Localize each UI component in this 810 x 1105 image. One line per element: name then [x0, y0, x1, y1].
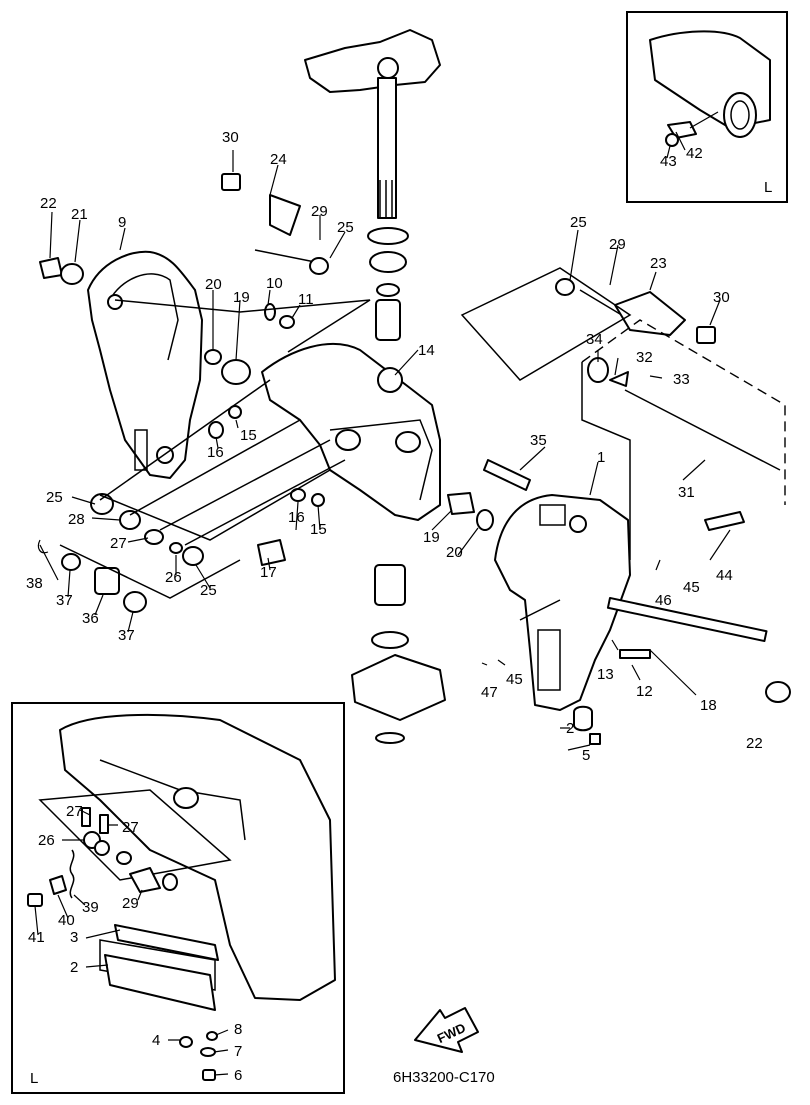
callout-18: 18: [700, 697, 717, 714]
callout-15a: 15: [240, 427, 257, 444]
callout-34: 34: [586, 331, 603, 348]
callout-2a: 2: [566, 720, 574, 737]
callout-9: 9: [118, 214, 126, 231]
callout-24: 24: [270, 151, 287, 168]
callout-42: 42: [686, 145, 703, 162]
callout-19b: 19: [423, 529, 440, 546]
callout-16b: 16: [288, 509, 305, 526]
callout-1: 1: [597, 449, 605, 466]
callout-23: 23: [650, 255, 667, 272]
callout-30a: 30: [222, 129, 239, 146]
callout-27b: 27: [66, 803, 83, 820]
callout-28: 28: [68, 511, 85, 528]
callout-12: 12: [636, 683, 653, 700]
callout-43: 43: [660, 153, 677, 170]
callout-33: 33: [673, 371, 690, 388]
callout-32: 32: [636, 349, 653, 366]
callout-29a: 29: [311, 203, 328, 220]
callout-5: 5: [582, 747, 590, 764]
callout-22b: 22: [746, 735, 763, 752]
callout-25c: 25: [46, 489, 63, 506]
inset-bottom-left: [11, 702, 345, 1094]
callout-37b: 37: [118, 627, 135, 644]
callout-8: 8: [234, 1021, 242, 1038]
callout-10: 10: [266, 275, 283, 292]
callout-27a: 27: [110, 535, 127, 552]
callout-25a: 25: [337, 219, 354, 236]
callout-4: 4: [152, 1032, 160, 1049]
callout-46: 46: [655, 592, 672, 609]
callout-40: 40: [58, 912, 75, 929]
callout-27c: 27: [122, 819, 139, 836]
callout-20b: 20: [446, 544, 463, 561]
diagram-code: 6H33200-C170: [393, 1069, 495, 1086]
right-clamp-bracket: [494, 494, 791, 745]
rods-and-pins: [221, 173, 781, 744]
callout-47: 47: [481, 684, 498, 701]
callout-17: 17: [260, 564, 277, 581]
inset-top-label: L: [764, 179, 772, 196]
callout-26b: 26: [38, 832, 55, 849]
callout-45a: 45: [683, 579, 700, 596]
callout-2b: 2: [70, 959, 78, 976]
callout-13: 13: [597, 666, 614, 683]
callout-37a: 37: [56, 592, 73, 609]
callout-29b: 29: [609, 236, 626, 253]
callout-41: 41: [28, 929, 45, 946]
fwd-arrow-icon: FWD: [414, 1007, 479, 1053]
callout-7: 7: [234, 1043, 242, 1060]
callout-20a: 20: [205, 276, 222, 293]
callout-21: 21: [71, 206, 88, 223]
callout-15b: 15: [310, 521, 327, 538]
callout-3: 3: [70, 929, 78, 946]
callout-16a: 16: [207, 444, 224, 461]
callout-25b: 25: [570, 214, 587, 231]
inset-top-right: [626, 11, 788, 203]
callout-39: 39: [82, 899, 99, 916]
callout-19a: 19: [233, 289, 250, 306]
callout-6: 6: [234, 1067, 242, 1084]
small-parts: [37, 303, 325, 613]
callout-35: 35: [530, 432, 547, 449]
callout-36: 36: [82, 610, 99, 627]
callout-45b: 45: [506, 671, 523, 688]
callout-14: 14: [418, 342, 435, 359]
assembly-guide-lines: [59, 267, 786, 621]
callout-25d: 25: [200, 582, 217, 599]
callout-38: 38: [26, 575, 43, 592]
callout-11: 11: [298, 291, 314, 308]
callout-29c: 29: [122, 895, 139, 912]
inset-bottom-label: L: [30, 1070, 38, 1087]
callout-26a: 26: [165, 569, 182, 586]
callout-44: 44: [716, 567, 733, 584]
callout-22a: 22: [40, 195, 57, 212]
steering-shaft: [304, 29, 441, 387]
callout-labels: 1 2 5 12 13 18 22 44 45 46 45 47 35 31 3…: [26, 129, 763, 1084]
callout-30b: 30: [713, 289, 730, 306]
callout-31: 31: [678, 484, 695, 501]
leader-lines: [34, 131, 731, 1076]
